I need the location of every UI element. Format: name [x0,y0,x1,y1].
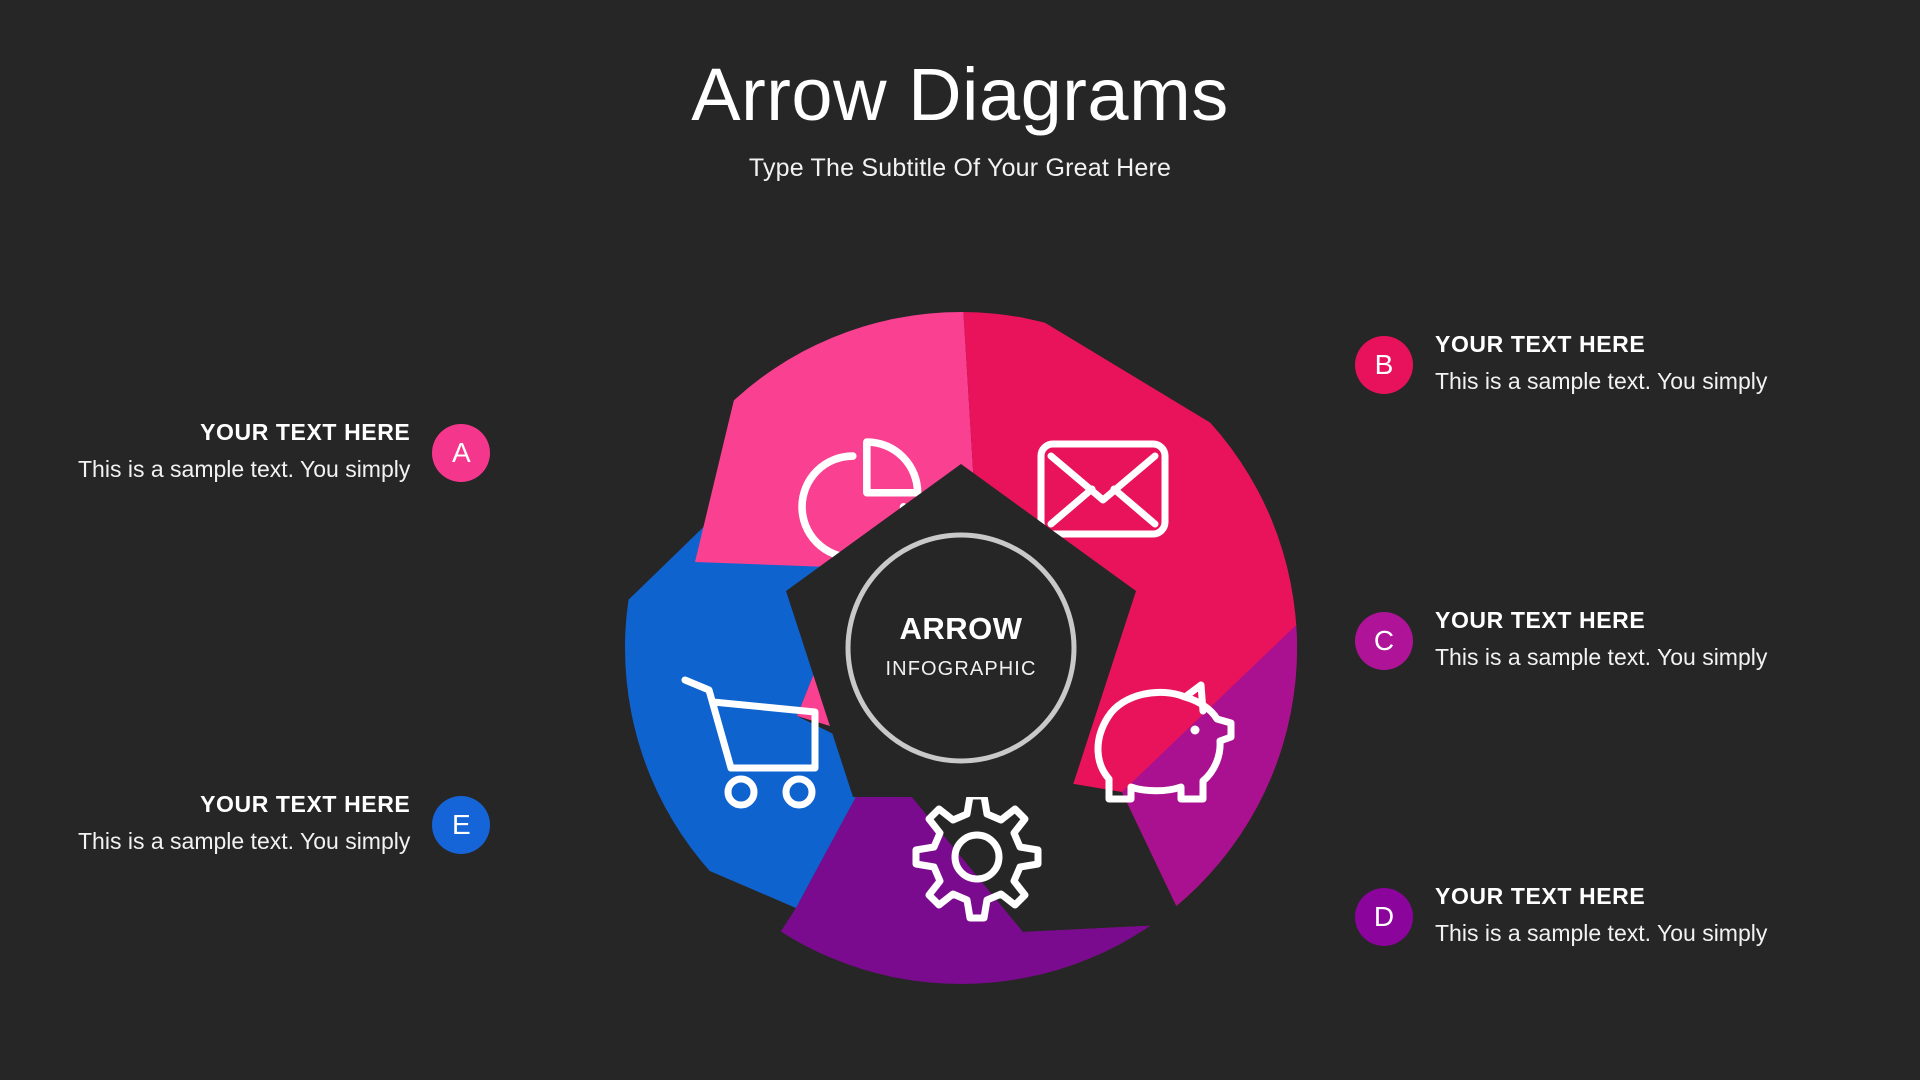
hub-title: ARROW [899,611,1022,646]
callout-a-title: YOUR TEXT HERE [200,419,411,445]
gear-icon [912,792,1042,922]
callout-b[interactable]: B YOUR TEXT HERE This is a sample text. … [1355,330,1767,397]
header: Arrow Diagrams Type The Subtitle Of Your… [0,56,1920,183]
callout-c-title: YOUR TEXT HERE [1435,607,1646,633]
callout-c-badge[interactable]: C [1355,612,1413,670]
callout-c-desc: This is a sample text. You simply [1435,643,1768,670]
callout-b-text: YOUR TEXT HERE This is a sample text. Yo… [1435,330,1767,397]
callout-b-badge[interactable]: B [1355,336,1413,394]
callout-a-text: YOUR TEXT HERE This is a sample text. Yo… [78,418,410,485]
hub-subtitle: INFOGRAPHIC [886,658,1037,680]
hub-pentagon [786,464,1136,797]
callout-d-text: YOUR TEXT HERE This is a sample text. Yo… [1435,882,1767,949]
callout-e-text: YOUR TEXT HERE This is a sample text. Yo… [78,790,410,857]
callout-e-title: YOUR TEXT HERE [200,791,411,817]
page-subtitle: Type The Subtitle Of Your Great Here [748,153,1172,182]
arrow-wheel-diagram: ARROW INFOGRAPHIC [625,312,1297,984]
page-title: Arrow Diagrams [691,53,1229,136]
callout-d-title: YOUR TEXT HERE [1435,883,1646,909]
callout-a[interactable]: YOUR TEXT HERE This is a sample text. Yo… [78,418,491,485]
callout-b-desc: This is a sample text. You simply [1435,367,1768,394]
envelope-icon [1037,440,1169,538]
callout-d-badge[interactable]: D [1355,888,1413,946]
callout-c[interactable]: C YOUR TEXT HERE This is a sample text. … [1355,606,1767,673]
callout-e[interactable]: YOUR TEXT HERE This is a sample text. Yo… [78,790,491,857]
piggy-bank-icon [1094,681,1235,803]
callout-c-text: YOUR TEXT HERE This is a sample text. Yo… [1435,606,1767,673]
callout-d-desc: This is a sample text. You simply [1435,919,1768,946]
callout-b-title: YOUR TEXT HERE [1435,331,1646,357]
callout-d[interactable]: D YOUR TEXT HERE This is a sample text. … [1355,882,1767,949]
callout-a-desc: This is a sample text. You simply [78,455,411,482]
hub-ring [845,532,1077,764]
callout-e-badge[interactable]: E [432,796,491,854]
callout-a-badge[interactable]: A [432,424,491,482]
callout-e-desc: This is a sample text. You simply [78,827,411,854]
wheel-segment-d[interactable] [735,756,1225,984]
shopping-cart-icon [681,676,819,809]
